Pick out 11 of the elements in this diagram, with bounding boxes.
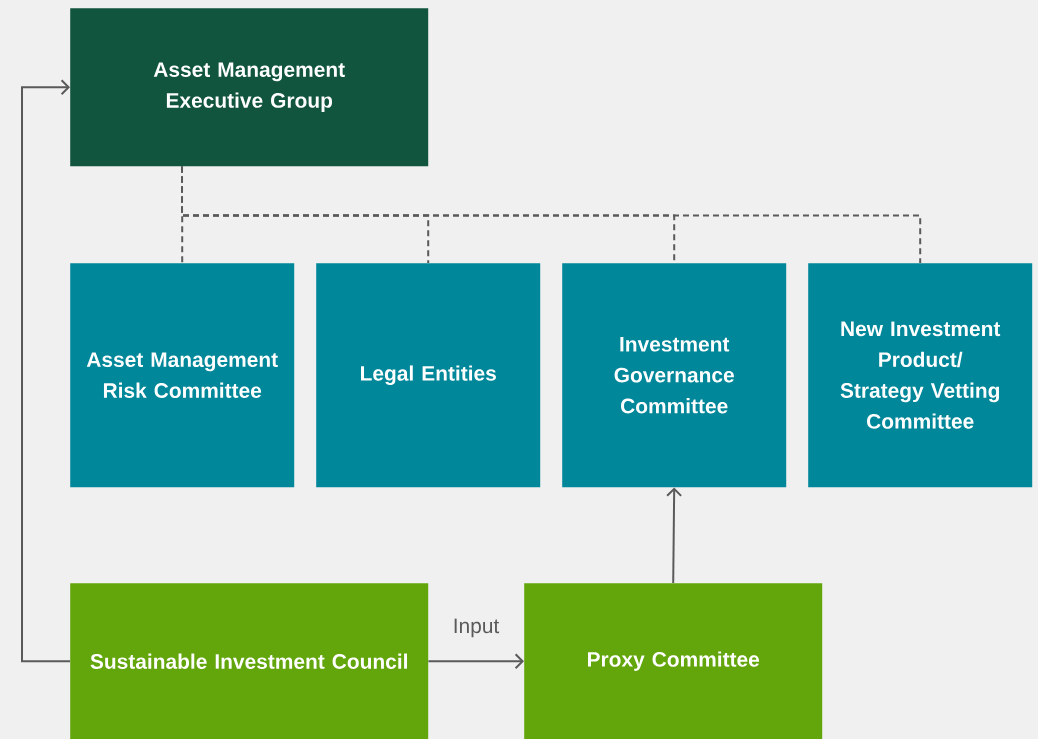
arrow [21, 79, 71, 663]
committee-box: Legal Entities [316, 263, 541, 488]
dashed-connector [181, 165, 922, 264]
council-box: Proxy Committee [524, 583, 823, 739]
council-box: Sustainable Investment Council [70, 583, 429, 739]
committee-box: Investment Governance Committee [562, 263, 787, 488]
arrow [666, 487, 683, 584]
arrow [427, 653, 524, 670]
committee-box: New Investment Product/ Strategy Vetting Committee [808, 263, 1033, 488]
committee-box: Asset Management Risk Committee [70, 263, 295, 488]
executive-box: Asset Management Executive Group [70, 8, 429, 167]
